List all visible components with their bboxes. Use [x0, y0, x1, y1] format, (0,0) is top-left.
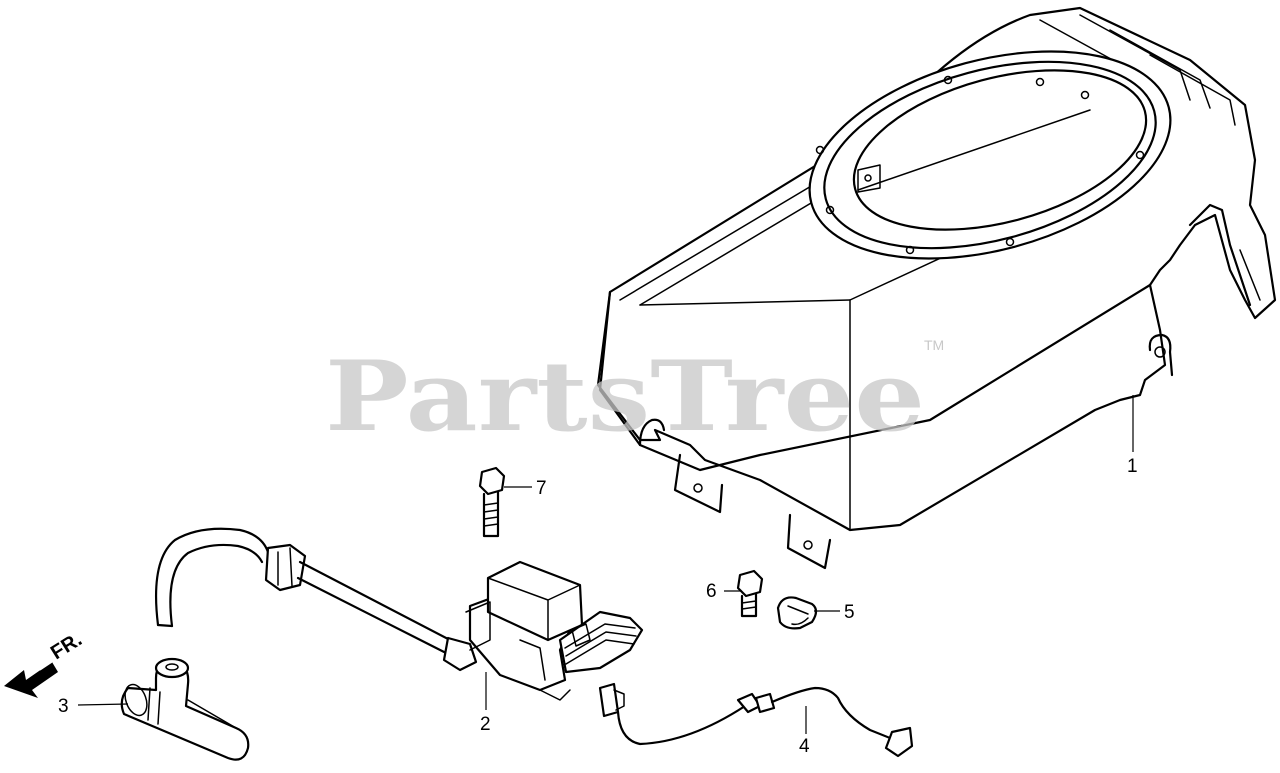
fan-cover-part — [596, 6, 1277, 570]
plug-cap-part-3 — [120, 657, 250, 761]
watermark: PartsTree TM — [325, 337, 944, 453]
callout-1[interactable]: 1 — [1127, 456, 1138, 477]
front-direction-arrow-icon: FR. — [4, 629, 86, 698]
callout-4[interactable]: 4 — [799, 736, 810, 757]
callout-3[interactable]: 3 — [58, 696, 69, 717]
callout-5[interactable]: 5 — [844, 602, 855, 623]
leader-3 — [77, 703, 129, 706]
watermark-text: PartsTree — [325, 340, 925, 453]
bolt-part-7 — [478, 466, 506, 538]
callout-6[interactable]: 6 — [706, 581, 717, 602]
ignition-coil-part-2 — [155, 527, 644, 701]
clip-part-5 — [776, 596, 818, 630]
callout-7[interactable]: 7 — [536, 478, 547, 499]
callout-2[interactable]: 2 — [480, 714, 491, 735]
bolt-part-6 — [736, 569, 764, 618]
direction-label: FR. — [47, 629, 86, 665]
watermark-trademark: TM — [924, 337, 944, 353]
stop-wire-part-4 — [598, 682, 914, 758]
